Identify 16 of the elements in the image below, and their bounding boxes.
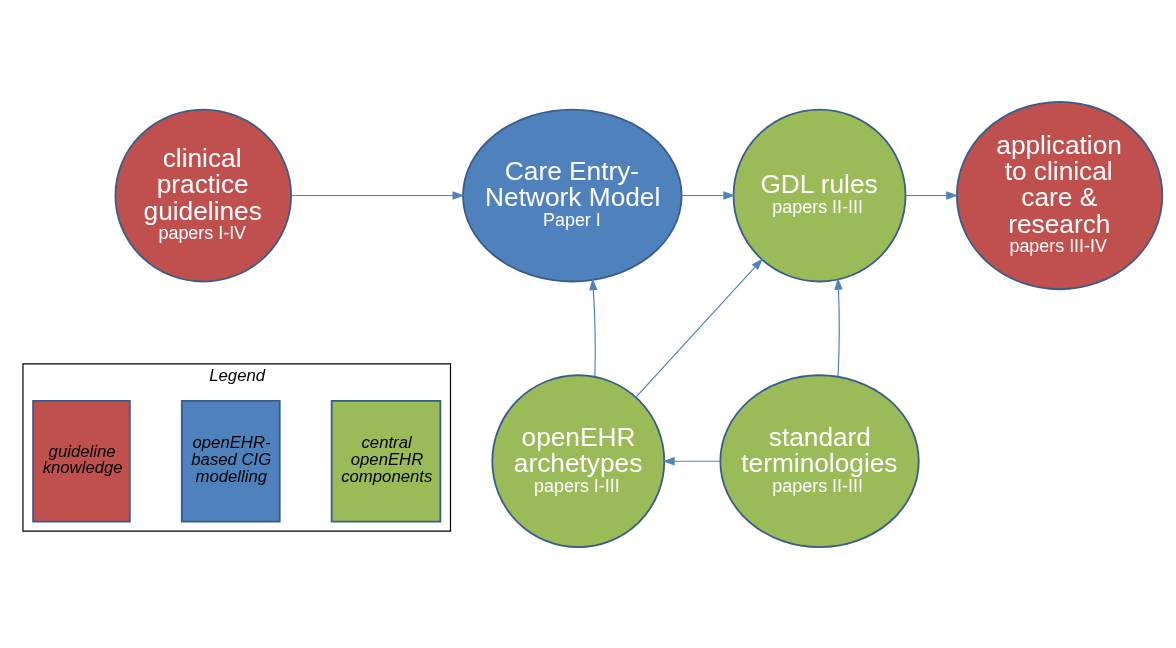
legend-label: guideline knowledge [42,441,123,477]
legend-label: central openEHR components [341,432,433,486]
legend-label: openEHR-based CIG modelling [191,432,272,486]
node-circle: clinical practice guidelines papers I-IV [114,108,293,282]
node-ellipse: Care Entry-Network Model Paper I [462,108,683,282]
arrow [290,190,465,200]
arrow [635,257,763,398]
arrow [662,456,721,465]
node-circle: GDL rules papers II-III [732,108,907,282]
arrow [589,277,598,377]
node-ellipse: standard terminologies papers II-III [719,373,920,548]
node-circle: application to clinical care & research papers III-IV [955,100,1164,290]
arrow [834,277,843,377]
node-circle: openEHR archetypes papers I-III [491,373,666,548]
arrow [681,190,736,200]
arrow [905,190,959,200]
